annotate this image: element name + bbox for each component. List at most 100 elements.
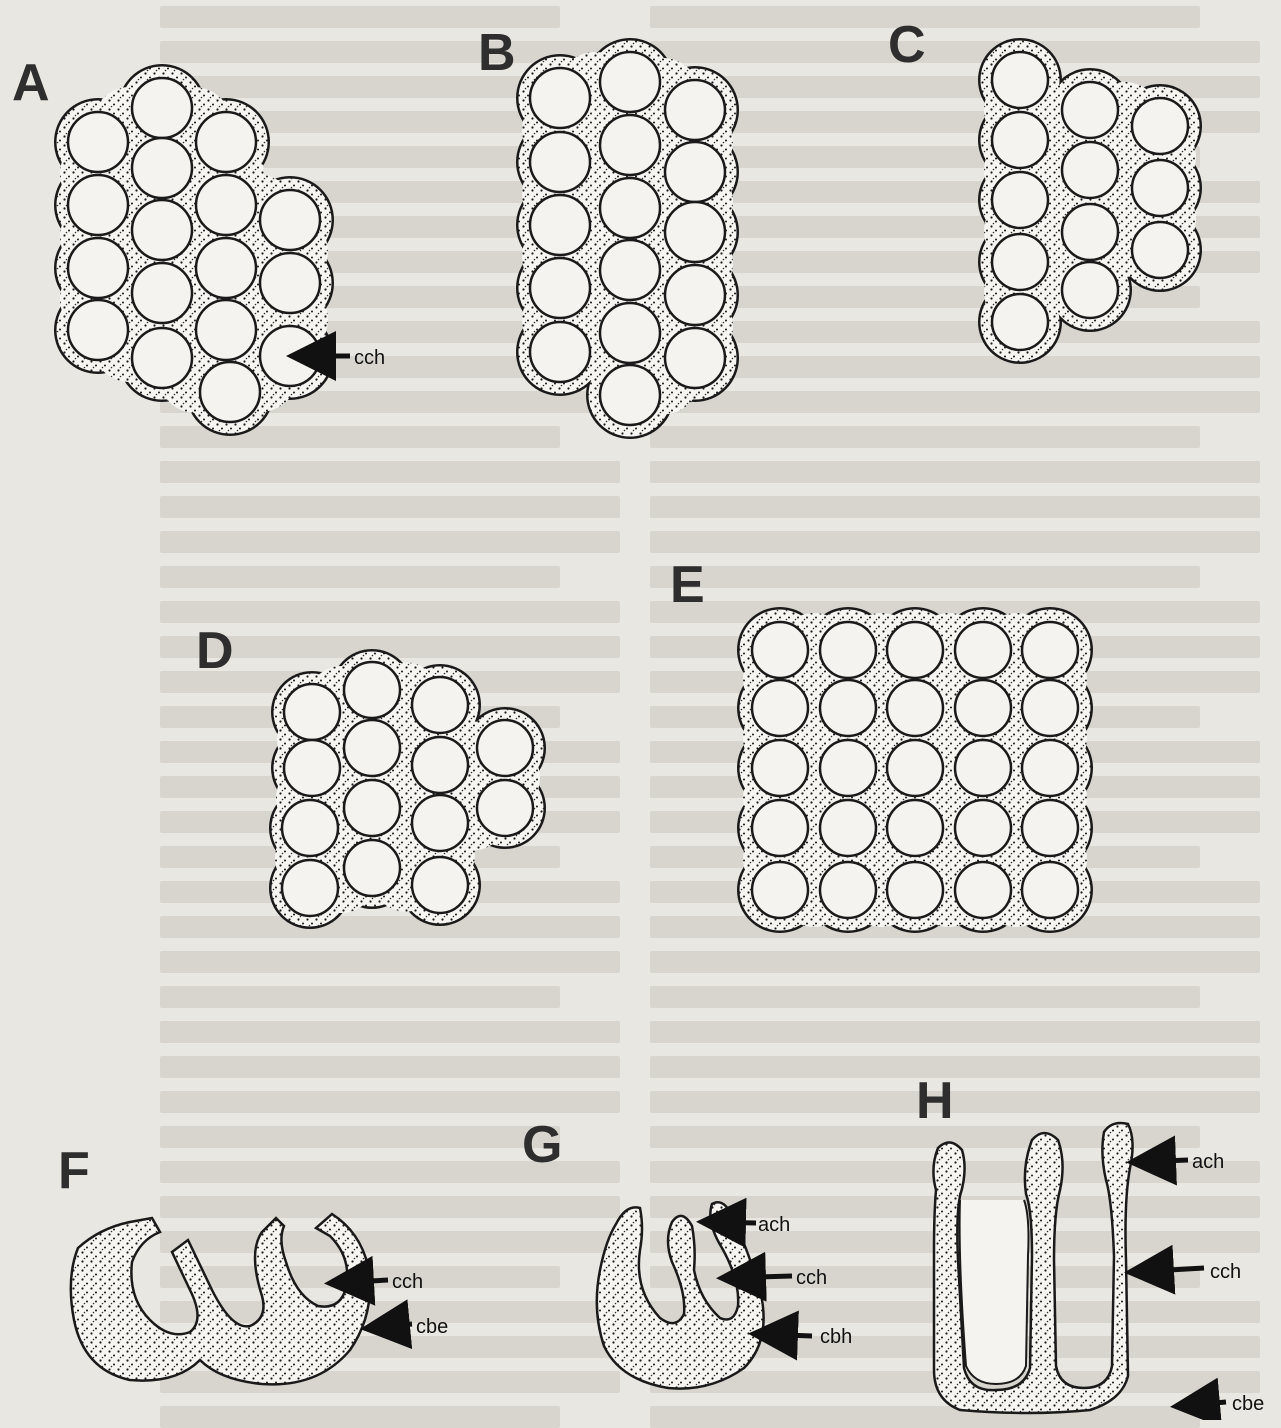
cell-e-19 xyxy=(955,800,1011,856)
arrow-cch-f xyxy=(334,1280,388,1283)
cell-c-3 xyxy=(992,172,1048,228)
arrow-cbe-f xyxy=(370,1324,412,1328)
cell-e-24 xyxy=(955,862,1011,918)
cell-d-11 xyxy=(477,780,533,836)
cell-a-16 xyxy=(200,362,260,422)
cell-e-1 xyxy=(752,622,808,678)
cell-b-14 xyxy=(665,202,725,262)
cell-a-8 xyxy=(132,200,192,260)
panel-label-f: F xyxy=(58,1142,90,1200)
cell-d-6 xyxy=(412,737,468,793)
label-cch-f: cch xyxy=(392,1271,423,1293)
cell-e-16 xyxy=(752,800,808,856)
cell-d-13 xyxy=(344,840,400,896)
cell-c-2 xyxy=(992,112,1048,168)
label-cch-a: cch xyxy=(354,347,385,369)
arrow-cbh-g xyxy=(758,1334,812,1336)
panel-a: A xyxy=(12,54,334,436)
cell-e-4 xyxy=(955,622,1011,678)
cell-e-25 xyxy=(1022,862,1078,918)
panel-f: F cch cbe xyxy=(58,1142,448,1384)
panel-label-c: C xyxy=(888,16,926,74)
arrow-ach-g xyxy=(706,1222,756,1223)
cell-c-10 xyxy=(1132,98,1188,154)
panel-label-h: H xyxy=(916,1072,954,1130)
cell-c-4 xyxy=(992,234,1048,290)
cell-a-12 xyxy=(196,238,256,298)
cell-e-10 xyxy=(1022,680,1078,736)
cell-b-2 xyxy=(530,132,590,192)
cell-d-12 xyxy=(282,860,338,916)
label-ach-h: ach xyxy=(1192,1151,1224,1173)
cell-b-7 xyxy=(600,115,660,175)
panel-label-b: B xyxy=(478,24,516,82)
cell-e-8 xyxy=(887,680,943,736)
cell-b-6 xyxy=(600,52,660,112)
cell-d-10 xyxy=(412,795,468,851)
cell-e-2 xyxy=(820,622,876,678)
cell-e-18 xyxy=(887,800,943,856)
arrow-ach-h xyxy=(1136,1160,1188,1162)
cell-a-6 xyxy=(132,138,192,198)
cell-e-21 xyxy=(752,862,808,918)
cell-a-3 xyxy=(68,175,128,235)
cell-b-3 xyxy=(530,195,590,255)
panel-h: H ach cch cbe xyxy=(916,1072,1264,1415)
cell-e-17 xyxy=(820,800,876,856)
cell-a-4 xyxy=(68,238,128,298)
cell-e-15 xyxy=(1022,740,1078,796)
cell-b-8 xyxy=(600,178,660,238)
panel-label-d: D xyxy=(196,622,234,680)
panel-d: D xyxy=(196,622,546,929)
cell-d-8 xyxy=(282,800,338,856)
cell-interior-h-left xyxy=(960,1200,1029,1384)
cell-a-9 xyxy=(196,175,256,235)
cell-c-9 xyxy=(1062,262,1118,318)
cell-c-11 xyxy=(1132,160,1188,216)
cell-e-5 xyxy=(1022,622,1078,678)
cell-c-8 xyxy=(1062,204,1118,260)
cell-b-9 xyxy=(600,240,660,300)
cell-b-16 xyxy=(665,328,725,388)
cell-e-12 xyxy=(820,740,876,796)
cell-d-5 xyxy=(344,720,400,776)
cell-c-12 xyxy=(1132,222,1188,278)
cell-e-11 xyxy=(752,740,808,796)
cell-a-1 xyxy=(132,78,192,138)
cell-a-11 xyxy=(132,263,192,323)
cell-b-13 xyxy=(665,142,725,202)
cell-d-3 xyxy=(412,677,468,733)
cell-b-4 xyxy=(530,258,590,318)
cell-d-14 xyxy=(412,857,468,913)
label-cch-g: cch xyxy=(796,1267,827,1289)
cell-d-1 xyxy=(284,684,340,740)
cell-e-3 xyxy=(887,622,943,678)
cell-e-23 xyxy=(887,862,943,918)
cell-a-14 xyxy=(132,328,192,388)
cell-a-15 xyxy=(196,300,256,360)
arrow-cbe-h xyxy=(1180,1402,1226,1406)
cell-e-22 xyxy=(820,862,876,918)
arrow-cch-h xyxy=(1134,1268,1204,1272)
cell-e-14 xyxy=(955,740,1011,796)
cell-e-6 xyxy=(752,680,808,736)
cell-a-13 xyxy=(260,253,320,313)
panel-e: E xyxy=(670,556,1093,933)
cell-b-15 xyxy=(665,265,725,325)
cell-b-5 xyxy=(530,322,590,382)
arrow-cch-g xyxy=(726,1276,792,1278)
label-cbe-h: cbe xyxy=(1232,1393,1264,1415)
label-ach-g: ach xyxy=(758,1214,790,1236)
cell-e-9 xyxy=(955,680,1011,736)
cell-shape-f xyxy=(71,1214,370,1384)
cell-a-7 xyxy=(196,112,256,172)
cell-e-7 xyxy=(820,680,876,736)
cell-d-4 xyxy=(284,740,340,796)
cell-a-10 xyxy=(260,190,320,250)
cell-b-12 xyxy=(665,80,725,140)
cell-d-2 xyxy=(344,662,400,718)
cell-e-20 xyxy=(1022,800,1078,856)
cell-c-7 xyxy=(1062,142,1118,198)
cell-a-5 xyxy=(68,300,128,360)
